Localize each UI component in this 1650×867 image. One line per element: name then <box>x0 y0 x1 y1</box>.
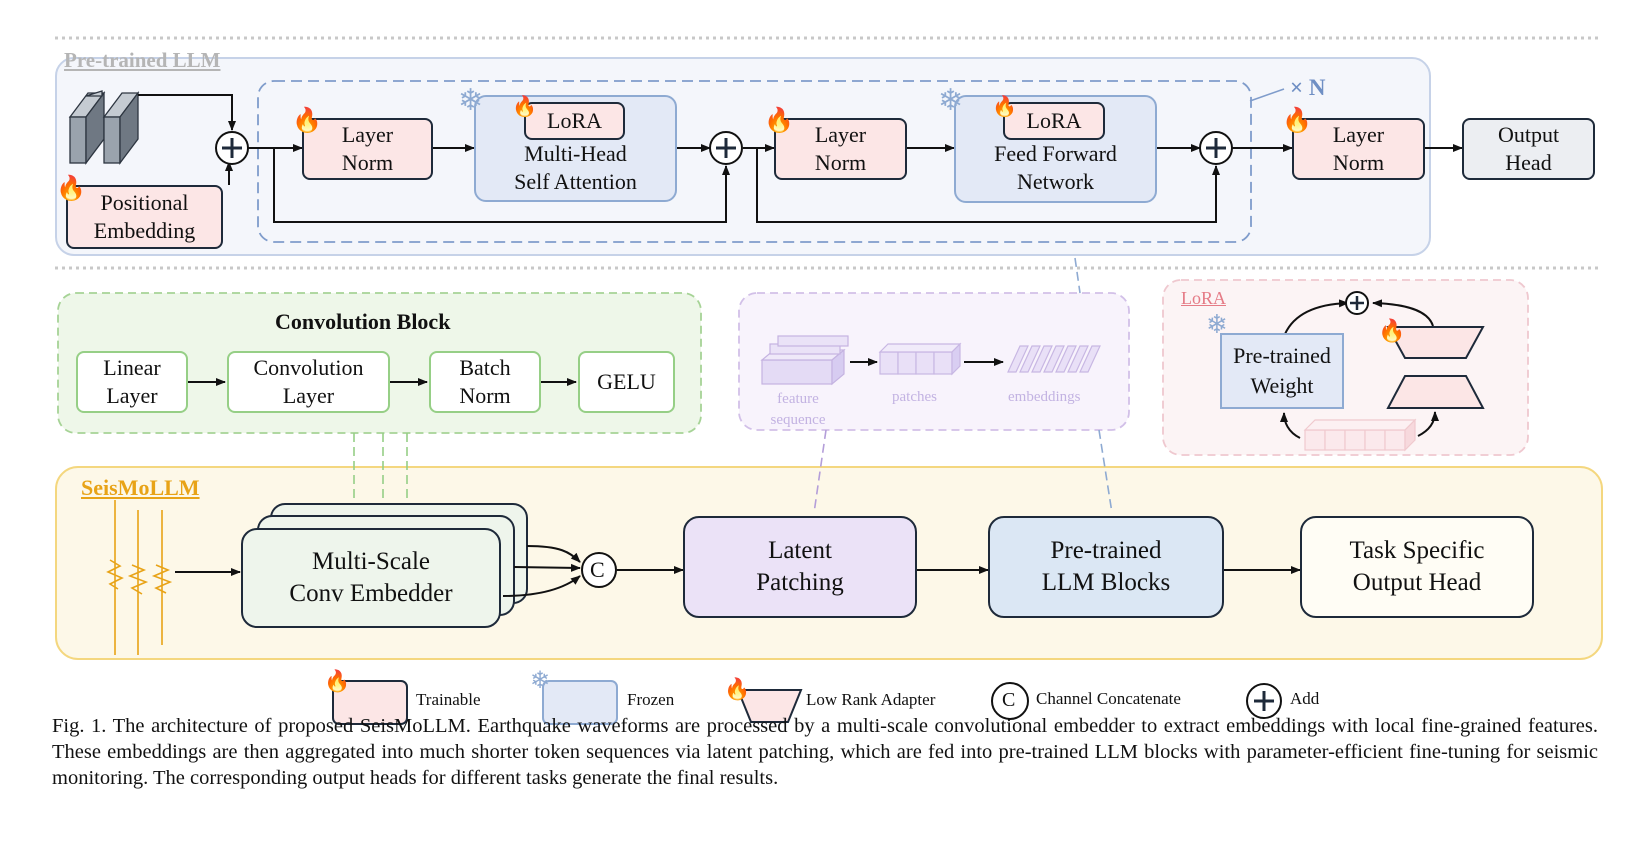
legend-add-label: Add <box>1290 689 1320 708</box>
legend-frozen-label: Frozen <box>627 690 675 709</box>
latent-patching-box: Latent Patching <box>683 516 917 618</box>
task-head-box: Task Specific Output Head <box>1300 516 1534 618</box>
snowflake-icon: ❄ <box>530 668 551 694</box>
layer-norm-1-box: Layer Norm <box>302 118 433 180</box>
flame-icon: 🔥 <box>324 669 351 693</box>
waveform-icon <box>106 500 173 655</box>
convolution-block-title: Convolution Block <box>275 309 451 334</box>
pretrained-llm-title: Pre-trained LLM <box>64 48 221 72</box>
flame-icon: 🔥 <box>512 96 537 118</box>
feature-sequence-icon <box>760 335 849 386</box>
input-tokens-icon <box>68 90 140 165</box>
conv-step-linear-layer: Linear Layer <box>76 351 188 413</box>
output-head-box: Output Head <box>1462 118 1595 180</box>
flame-icon: 🔥 <box>724 677 751 701</box>
flame-icon: 🔥 <box>764 108 794 134</box>
embeddings-icon <box>1007 345 1101 373</box>
legend-concat-symbol: C <box>1002 689 1016 711</box>
lora-up-projection <box>1386 326 1485 359</box>
flame-icon: 🔥 <box>56 176 86 202</box>
concat-symbol: C <box>590 557 605 582</box>
flame-icon: 🔥 <box>292 108 322 134</box>
attention-label: Multi-Head Self Attention <box>514 140 637 194</box>
flame-icon: 🔥 <box>1282 108 1312 134</box>
lora-add-node <box>1345 291 1369 315</box>
seismollm-title: SeisMoLLM <box>81 475 200 500</box>
patches-icon <box>878 342 962 376</box>
ffn-label: Feed Forward Network <box>994 141 1117 194</box>
snowflake-icon: ❄ <box>938 84 964 117</box>
snowflake-icon: ❄ <box>1206 310 1228 339</box>
legend-frozen-swatch <box>542 680 618 725</box>
legend-trainable-swatch <box>332 680 408 725</box>
pretrained-weight-box: Pre-trained Weight <box>1220 333 1344 409</box>
embeddings-label: embeddings <box>1008 389 1081 405</box>
llm-blocks-box: Pre-trained LLM Blocks <box>988 516 1224 618</box>
add-node-3 <box>1199 131 1233 165</box>
add-node-1 <box>215 131 249 165</box>
add-node-2 <box>709 131 743 165</box>
feature-sequence-label: feature sequence <box>770 391 826 428</box>
lora-down-projection <box>1386 375 1485 409</box>
layer-norm-3-box: Layer Norm <box>1292 118 1425 180</box>
conv-embedder-box: Multi-Scale Conv Embedder <box>241 528 501 628</box>
legend-add-circle <box>1246 683 1282 719</box>
flame-icon: 🔥 <box>1378 318 1406 343</box>
repeated-block-region <box>257 80 1252 243</box>
layer-norm-2-box: Layer Norm <box>774 118 907 180</box>
conv-step-batch-norm: Batch Norm <box>429 351 541 413</box>
figure-caption: Fig. 1. The architecture of proposed Sei… <box>52 715 1598 789</box>
patches-label: patches <box>892 389 937 405</box>
positional-embedding-box: Positional Embedding <box>66 185 223 249</box>
concat-node <box>581 552 617 588</box>
legend-adapter-shape <box>736 689 803 723</box>
lora-2-box: LoRA <box>1003 102 1105 140</box>
flame-icon: 🔥 <box>992 96 1017 118</box>
conv-step-convolution-layer: Convolution Layer <box>227 351 390 413</box>
snowflake-icon: ❄ <box>458 84 484 117</box>
legend-concat-label: Channel Concatenate <box>1036 689 1181 708</box>
repeat-count-label: × N <box>1290 75 1326 100</box>
legend-trainable-label: Trainable <box>416 690 481 709</box>
lora-detail-title: LoRA <box>1181 288 1226 308</box>
lora-1-box: LoRA <box>524 102 625 140</box>
conv-step-gelu: GELU <box>578 351 675 413</box>
attention-box: Multi-Head Self Attention <box>474 95 677 202</box>
lora-input-tokens-icon <box>1303 418 1417 452</box>
legend-concat-circle <box>991 682 1029 720</box>
legend-adapter-label: Low Rank Adapter <box>806 690 936 709</box>
